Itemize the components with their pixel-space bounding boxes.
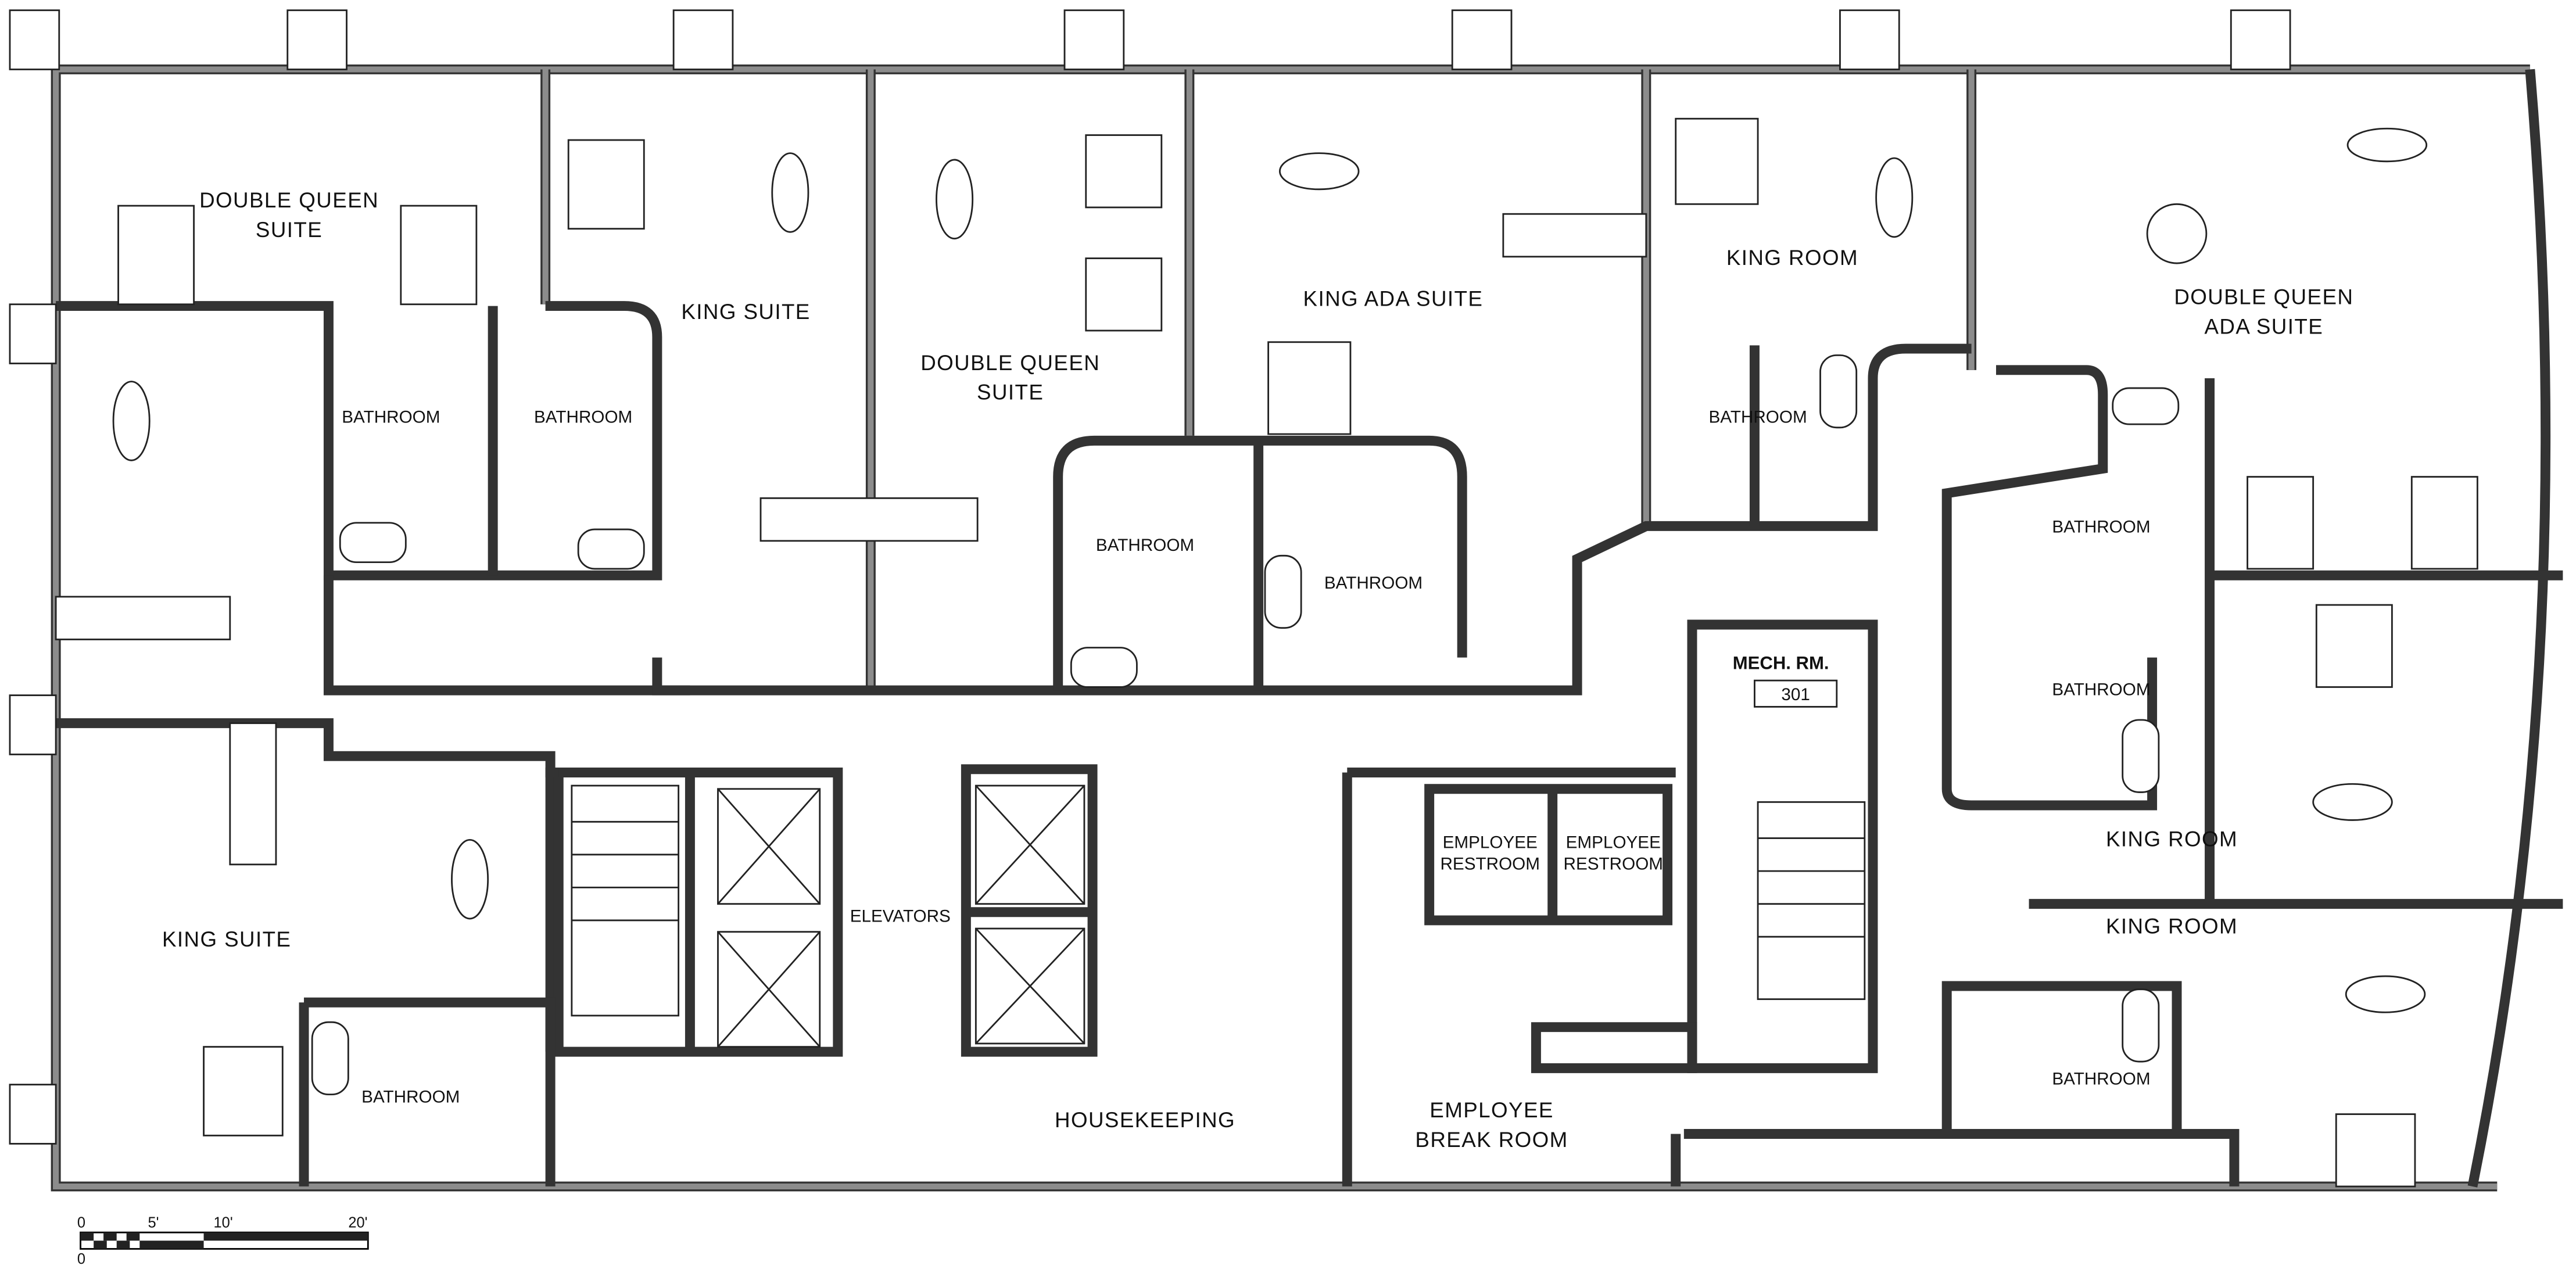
room-label-employee-restroom-2: EMPLOYEE bbox=[1566, 833, 1661, 852]
room-label-employee-restroom-1b: RESTROOM bbox=[1441, 854, 1540, 873]
room-label-mech-room: MECH. RM. bbox=[1733, 653, 1829, 673]
room-number: 301 bbox=[1781, 685, 1810, 704]
room-label-employee-restroom-1: EMPLOYEE bbox=[1443, 833, 1538, 852]
room-label-double-queen-suite: DOUBLE QUEEN bbox=[920, 351, 1100, 375]
room-label-double-queen-ada-suite-2: ADA SUITE bbox=[2204, 315, 2323, 339]
room-label-housekeeping: HOUSEKEEPING bbox=[1055, 1108, 1235, 1132]
room-label-bathroom: BATHROOM bbox=[1096, 536, 1194, 555]
scale-tick-lower-0: 0 bbox=[77, 1251, 85, 1267]
room-label-bathroom: BATHROOM bbox=[2052, 680, 2150, 700]
room-label-king-ada-suite: KING ADA SUITE bbox=[1303, 287, 1484, 311]
room-label-bathroom: BATHROOM bbox=[361, 1088, 460, 1107]
room-label-bathroom: BATHROOM bbox=[1708, 407, 1807, 426]
room-label-king-suite-north: KING SUITE bbox=[681, 300, 810, 324]
room-label-king-room-north: KING ROOM bbox=[1726, 246, 1858, 270]
walls bbox=[51, 64, 2563, 1192]
room-label-double-queen-suite-2: SUITE bbox=[977, 381, 1044, 404]
room-label-double-queen-ada-suite: DOUBLE QUEEN bbox=[2174, 285, 2353, 309]
room-labels: DOUBLE QUEEN SUITE KING SUITE DOUBLE QUE… bbox=[162, 188, 2353, 1152]
scale-tick-10: 10' bbox=[214, 1215, 233, 1231]
room-label-employee-break-room: EMPLOYEE bbox=[1429, 1098, 1554, 1122]
room-label-employee-break-room-2: BREAK ROOM bbox=[1415, 1128, 1568, 1152]
furniture bbox=[9, 9, 2478, 1188]
scale-tick-0: 0 bbox=[77, 1215, 85, 1231]
room-label-bathroom: BATHROOM bbox=[1324, 573, 1423, 593]
room-label-double-queen-suite-nw-2: SUITE bbox=[256, 218, 323, 242]
room-label-king-suite-west: KING SUITE bbox=[162, 927, 291, 951]
room-label-king-room-east-1: KING ROOM bbox=[2106, 827, 2238, 851]
scale-tick-20: 20' bbox=[348, 1215, 367, 1231]
room-label-elevators: ELEVATORS bbox=[850, 907, 951, 926]
room-label-bathroom: BATHROOM bbox=[534, 407, 632, 426]
room-number-box bbox=[1754, 679, 1838, 708]
room-label-employee-restroom-2b: RESTROOM bbox=[1564, 854, 1663, 873]
room-label-bathroom: BATHROOM bbox=[2052, 1070, 2150, 1089]
scale-tick-5: 5' bbox=[148, 1215, 159, 1231]
scale-bar: 0 5' 10' 20' 0 bbox=[77, 1215, 369, 1267]
room-label-king-room-east-2: KING ROOM bbox=[2106, 915, 2238, 938]
room-label-bathroom: BATHROOM bbox=[2052, 518, 2150, 537]
room-label-double-queen-suite-nw: DOUBLE QUEEN bbox=[199, 188, 379, 212]
room-label-bathroom: BATHROOM bbox=[342, 407, 440, 426]
